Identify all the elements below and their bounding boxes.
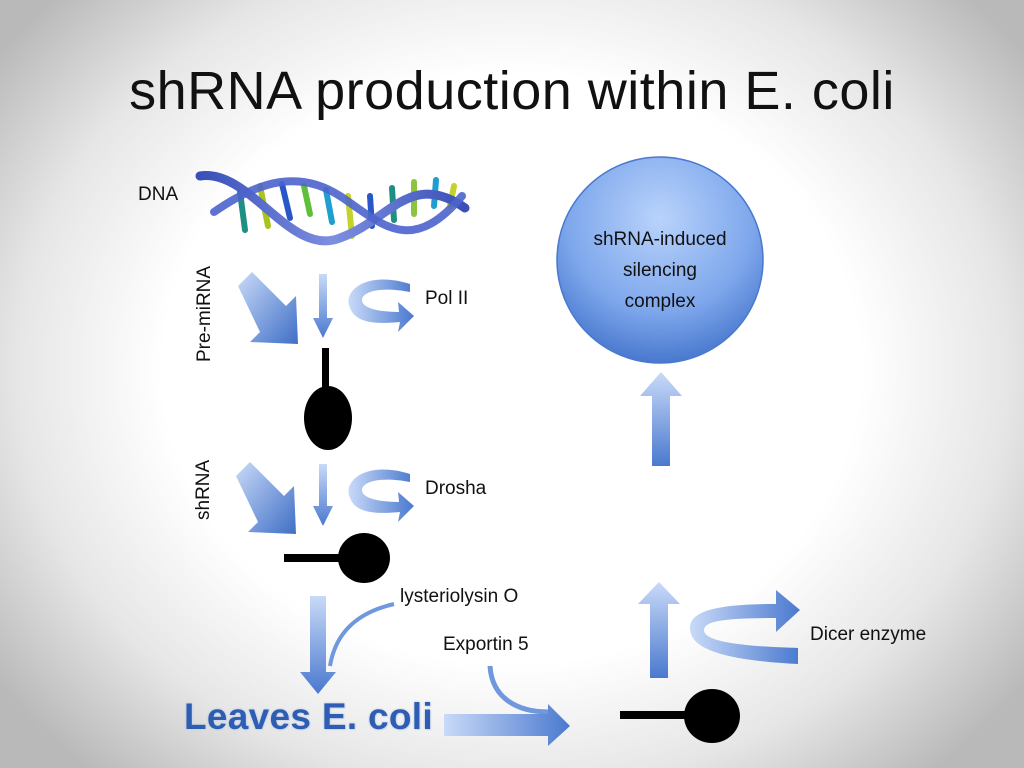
up-arrow-2 [640, 372, 682, 466]
label-silencing-complex: shRNA-induced silencing complex [593, 229, 727, 312]
label-drosha: Drosha [425, 478, 487, 499]
down-arrow-2 [313, 464, 333, 526]
sirna-duplex-ladder-icon [572, 470, 740, 556]
pre-mirna-hairpin-icon [304, 348, 352, 450]
right-arrow-leaves [444, 704, 570, 746]
label-leaves-e-coli: Leaves E. coli [184, 696, 433, 737]
shrna-hairpin-icon [284, 533, 390, 583]
label-shrna: shRNA [193, 459, 214, 520]
label-lysteriolysin-o: lysteriolysin O [400, 586, 519, 607]
curved-arrow-dicer [690, 590, 800, 664]
curved-arrow-drosha [348, 469, 414, 522]
slide-title: shRNA production within E. coli [129, 61, 895, 121]
label-pre-mirna: Pre-miRNA [194, 265, 215, 362]
down-arrow-leaves [300, 596, 336, 694]
down-arrow-1 [313, 274, 333, 338]
label-exportin-5: Exportin 5 [443, 634, 529, 655]
curve-lysteriolysin [328, 602, 395, 667]
curved-arrow-exportin [487, 665, 549, 715]
label-dna: DNA [138, 184, 179, 205]
curved-arrow-pol-ii [348, 279, 414, 332]
dicer-substrate-hairpin-icon [620, 689, 740, 743]
up-arrow-1 [638, 582, 680, 678]
diagonal-arrow-1 [238, 272, 298, 344]
label-pol-ii: Pol II [425, 288, 469, 309]
risc-sphere [556, 156, 764, 364]
diagonal-arrow-2 [236, 462, 296, 534]
dna-helix-icon [195, 171, 470, 246]
label-dicer-enzyme: Dicer enzyme [810, 624, 927, 645]
